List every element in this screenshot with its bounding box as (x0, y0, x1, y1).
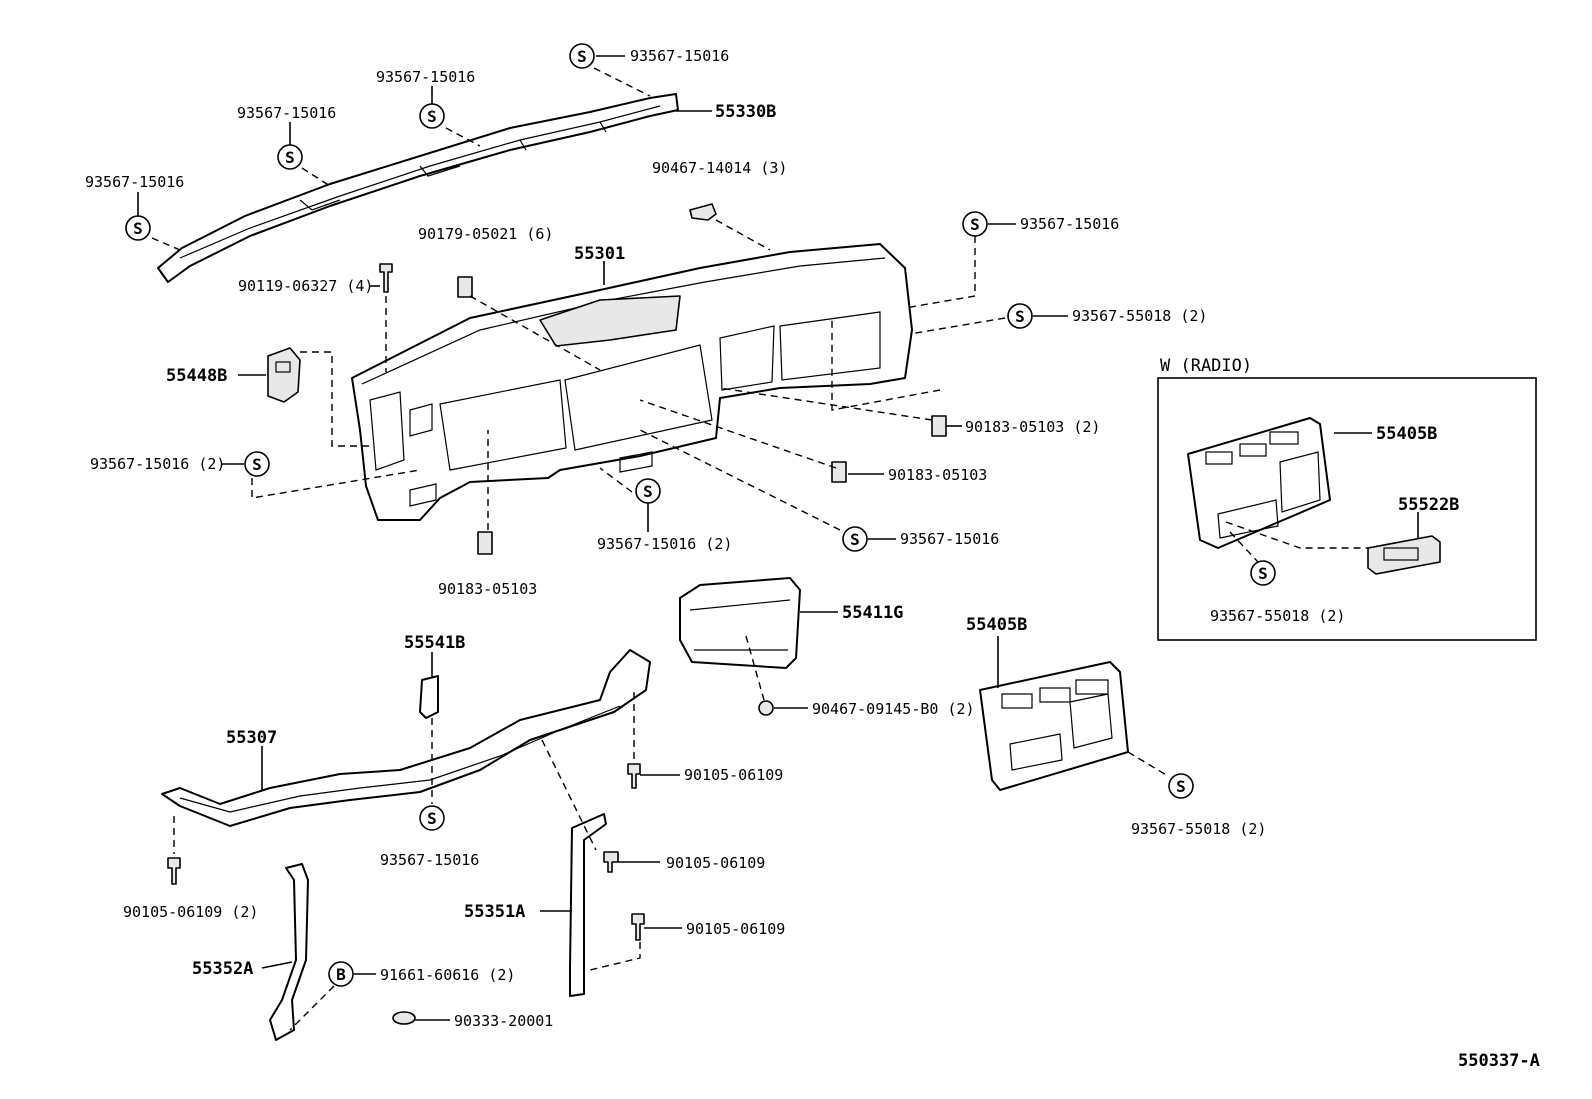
label-93567-15016-b: 93567-15016 (237, 104, 336, 122)
label-93567-15016-left2: 93567-15016 (2) (90, 455, 225, 473)
dashed-lines (151, 67, 1368, 1031)
svg-text:S: S (133, 219, 143, 238)
nut-90183-05103-2 (931, 415, 947, 437)
label-90105-06109-a: 90105-06109 (684, 766, 783, 784)
bolt-90105-06109-c (631, 913, 645, 941)
svg-text:S: S (427, 107, 437, 126)
svg-text:S: S (1015, 307, 1025, 326)
label-93567-15016-right: 93567-15016 (1020, 215, 1119, 233)
label-93567-15016-c: 93567-15016 (85, 173, 184, 191)
screw-symbol-c: S (125, 215, 151, 241)
label-93567-55018-top: 93567-55018 (2) (1072, 307, 1207, 325)
label-90183-05103-2: 90183-05103 (2) (965, 418, 1100, 436)
svg-text:S: S (285, 148, 295, 167)
label-55301: 55301 (574, 244, 625, 264)
svg-text:S: S (427, 809, 437, 828)
screw-90467-09145 (758, 700, 774, 716)
switch-55448B (267, 347, 301, 403)
label-55405B: 55405B (966, 615, 1027, 635)
hood-55411G (679, 577, 801, 669)
part-labels: 93567-15016 55330B 93567-15016 93567-150… (85, 47, 1266, 1030)
reinforcement-55307 (161, 649, 651, 827)
label-55448B: 55448B (166, 366, 227, 386)
label-55541B: 55541B (404, 633, 465, 653)
svg-text:S: S (643, 482, 653, 501)
brace-55352A (269, 863, 309, 1041)
label-55351A: 55351A (464, 902, 525, 922)
label-93567-55018-low: 93567-55018 (2) (1131, 820, 1266, 838)
radio-inset-labels: W (RADIO) 55405B 55522B 93567-55018 (2) (1160, 356, 1459, 625)
label-55330B: 55330B (715, 102, 776, 122)
radio-inset (1157, 377, 1537, 641)
reinforcement-55330B (157, 93, 679, 283)
screw-symbol-inset: S (1250, 560, 1276, 586)
bolt-90105-06109-b (603, 851, 619, 873)
svg-text:B: B (336, 965, 346, 984)
label-93567-15016-top: 93567-15016 (630, 47, 729, 65)
label-90333-20001: 90333-20001 (454, 1012, 553, 1030)
label-55307: 55307 (226, 728, 277, 748)
screw-symbol-lower: S (842, 526, 868, 552)
label-90183-05103-low: 90183-05103 (438, 580, 537, 598)
svg-text:S: S (850, 530, 860, 549)
instrument-panel-55301 (351, 243, 913, 521)
label-90119-06327: 90119-06327 (4) (238, 277, 373, 295)
label-55352A: 55352A (192, 959, 253, 979)
svg-text:S: S (252, 455, 262, 474)
screw-symbol-center2: S (635, 478, 661, 504)
nut-90183-05103-mid (831, 461, 847, 483)
screw-symbol-55018-top: S (1007, 303, 1033, 329)
label-90467-14014: 90467-14014 (3) (652, 159, 787, 177)
label-93567-15016-a: 93567-15016 (376, 68, 475, 86)
bracket-55541B (419, 675, 439, 719)
svg-text:S: S (970, 215, 980, 234)
brace-55351A (569, 813, 607, 997)
label-90183-05103-mid: 90183-05103 (888, 466, 987, 484)
screw-symbol-b: S (277, 144, 303, 170)
label-inset-93567-55018: 93567-55018 (2) (1210, 607, 1345, 625)
screw-symbol-bottom: S (419, 805, 445, 831)
nut-90179-05021 (457, 276, 473, 298)
label-91661-60616: 91661-60616 (2) (380, 966, 515, 984)
label-inset-55405B: 55405B (1376, 424, 1437, 444)
label-90105-06109-b: 90105-06109 (666, 854, 765, 872)
label-90105-06109-2: 90105-06109 (2) (123, 903, 258, 921)
radio-inset-title: W (RADIO) (1160, 356, 1252, 376)
clip-90467-14014 (689, 203, 717, 221)
nut-90183-05103-low (477, 531, 493, 555)
label-55411G: 55411G (842, 603, 903, 623)
svg-text:S: S (1176, 777, 1186, 796)
svg-text:S: S (577, 47, 587, 66)
bolt-90105-06109-a (627, 763, 641, 789)
label-93567-15016-lower: 93567-15016 (900, 530, 999, 548)
bolt-90119-06327 (379, 263, 393, 293)
screw-symbol-left2: S (244, 451, 270, 477)
plug-90333-20001 (392, 1011, 416, 1025)
bolt-symbol: B (328, 961, 354, 987)
catalog-number: 550337-A (1458, 1051, 1540, 1071)
screw-symbol-top: S (569, 43, 595, 69)
label-90467-09145: 90467-09145-B0 (2) (812, 700, 975, 718)
svg-text:S: S (1258, 564, 1268, 583)
label-inset-55522B: 55522B (1398, 495, 1459, 515)
screw-symbol-55018-low: S (1168, 773, 1194, 799)
screw-symbol-right: S (962, 211, 988, 237)
screw-symbol-a: S (419, 103, 445, 129)
label-93567-15016-center2: 93567-15016 (2) (597, 535, 732, 553)
label-90179-05021: 90179-05021 (6) (418, 225, 553, 243)
bolt-90105-06109-2 (167, 857, 181, 885)
label-90105-06109-c: 90105-06109 (686, 920, 785, 938)
label-93567-15016-bottom: 93567-15016 (380, 851, 479, 869)
leader-lines (137, 55, 1419, 1021)
screw-symbols: S S S S S S S S S S S S B (125, 43, 1276, 987)
bezel-55405B (979, 661, 1129, 791)
